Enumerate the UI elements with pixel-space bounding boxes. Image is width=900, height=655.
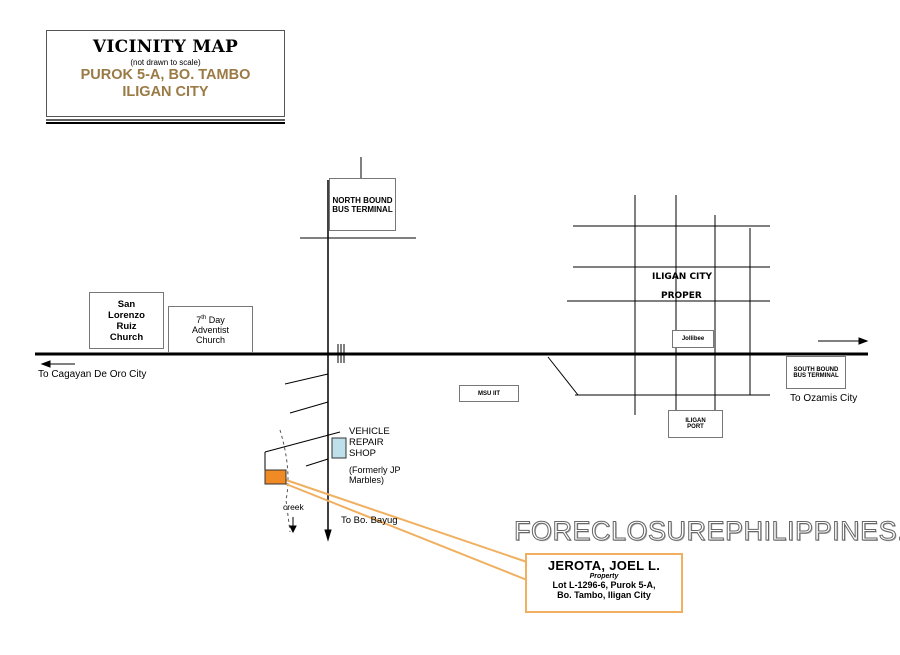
- title-underline: [46, 119, 285, 124]
- map-title: VICINITY MAP: [92, 37, 239, 57]
- label: Jollibee: [681, 336, 705, 342]
- msu-iit: MSU IIT: [459, 385, 519, 402]
- label: Church: [195, 334, 225, 345]
- jollibee: Jollibee: [672, 330, 714, 348]
- title-box: VICINITY MAP (not drawn to scale) PUROK …: [46, 30, 285, 117]
- south-arrowhead: [324, 529, 332, 542]
- side-street: [264, 431, 341, 453]
- iligan-port: ILIGAN PORT: [668, 410, 723, 438]
- direction-south: To Bo. Bayug: [341, 515, 398, 526]
- property-callout: JEROTA, JOEL L. Property Lot L-1296-6, P…: [525, 553, 683, 613]
- iligan-proper-label: ILIGAN CITY: [652, 272, 713, 282]
- owner-name: JEROTA, JOEL L.: [547, 558, 661, 573]
- south-bound-terminal: SOUTH BOUND BUS TERMINAL: [786, 356, 846, 389]
- label: Day: [206, 314, 225, 325]
- adventist-church: 7th Day Adventist Church: [168, 306, 253, 353]
- callout-pointer: [285, 479, 528, 581]
- side-street: [284, 373, 329, 385]
- label: ILIGAN PORT: [685, 418, 706, 430]
- scale-note: (not drawn to scale): [130, 58, 201, 67]
- label: NORTH BOUND BUS TERMINAL: [332, 195, 393, 214]
- san-lorenzo-church: San Lorenzo Ruiz Church: [89, 292, 164, 349]
- side-street: [305, 458, 329, 467]
- label: th: [201, 314, 207, 321]
- iligan-proper-label-2: PROPER: [661, 291, 702, 301]
- west-arrowhead: [40, 360, 51, 368]
- formerly-label: (Formerly JP Marbles): [349, 465, 401, 486]
- property-lot: [264, 469, 287, 485]
- label: SOUTH BOUND BUS TERMINAL: [793, 366, 839, 379]
- label: MSU IIT: [478, 390, 500, 397]
- repair-shop-label: VEHICLE REPAIR SHOP: [349, 426, 390, 459]
- creek-arrowhead: [289, 525, 297, 534]
- creek-label: creek: [283, 502, 304, 512]
- address-line1: Lot L-1296-6, Purok 5-A,: [552, 580, 656, 590]
- location-line2: ILIGAN CITY: [122, 84, 209, 100]
- direction-west: To Cagayan De Oro City: [38, 369, 147, 380]
- side-street: [289, 401, 329, 414]
- direction-east: To Ozamis City: [790, 393, 858, 404]
- north-bound-terminal: NORTH BOUND BUS TERMINAL: [329, 178, 396, 231]
- city-street: [547, 356, 579, 396]
- label: Adventist: [191, 324, 230, 335]
- location-line1: PUROK 5-A, BO. TAMBO: [80, 67, 251, 83]
- address-line2: Bo. Tambo, Iligan City: [557, 590, 651, 600]
- east-arrowhead: [858, 337, 869, 345]
- label: San Lorenzo Ruiz Church: [108, 298, 145, 343]
- repair-shop-marker: [331, 437, 347, 459]
- watermark: FORECLOSUREPHILIPPINES.COM: [514, 516, 900, 547]
- property-label: Property: [589, 573, 619, 580]
- label: 7: [196, 314, 202, 325]
